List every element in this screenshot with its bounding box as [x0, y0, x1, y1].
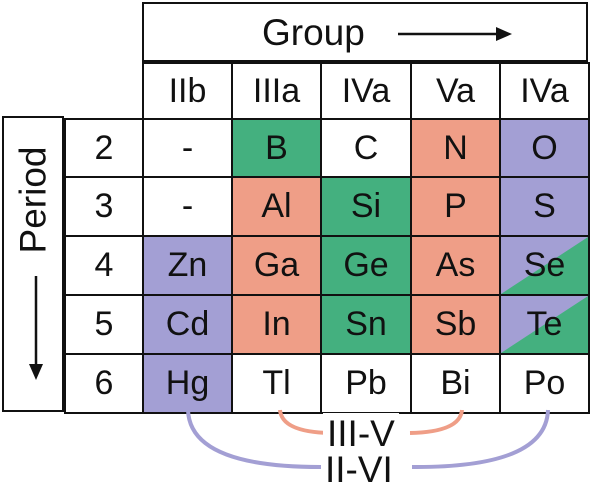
- group-name: IVa: [520, 71, 569, 110]
- period-header: [2, 116, 64, 412]
- iii-v-label: III-V: [323, 413, 399, 455]
- element-symbol: Tl: [262, 364, 291, 402]
- element-cell: Si: [320, 176, 412, 237]
- group-header: Group: [142, 2, 588, 62]
- element-symbol: Te: [526, 305, 563, 343]
- element-cell: Zn: [142, 235, 233, 296]
- element-symbol: Al: [261, 187, 292, 225]
- group-name: IIIa: [252, 71, 301, 110]
- period-number: 4: [94, 246, 114, 284]
- period-number: 3: [94, 187, 114, 225]
- period-arrow-icon: [29, 276, 43, 380]
- element-symbol: -: [181, 187, 194, 225]
- iii-v-bracket: [278, 409, 331, 435]
- element-cell: Po: [499, 353, 590, 414]
- element-symbol: Si: [350, 187, 382, 225]
- ii-vi-label: II-VI: [321, 449, 397, 491]
- ii-vi-bracket: [186, 409, 326, 470]
- element-cell: Cd: [142, 294, 233, 355]
- group-arrow-icon: [398, 27, 512, 41]
- element-cell: S: [499, 176, 590, 237]
- element-cell: P: [410, 176, 501, 237]
- group-name: IIb: [168, 71, 207, 110]
- element-symbol: Hg: [165, 364, 210, 402]
- element-symbol: P: [444, 187, 467, 225]
- element-cell: Hg: [142, 353, 233, 414]
- element-cell: N: [410, 118, 501, 178]
- period-number: 2: [94, 128, 114, 167]
- element-cell: In: [231, 294, 322, 355]
- group-name: Va: [435, 71, 476, 110]
- element-symbol: Ga: [253, 246, 300, 284]
- element-cell: Al: [231, 176, 322, 237]
- element-cell: O: [499, 118, 590, 178]
- element-symbol: C: [353, 128, 379, 167]
- group-label: Group: [262, 12, 365, 53]
- element-symbol: Cd: [165, 305, 210, 343]
- element-symbol: Po: [523, 364, 566, 402]
- period-number: 5: [94, 305, 114, 343]
- group-header-cell: IVa: [499, 62, 590, 120]
- element-symbol: As: [435, 246, 476, 284]
- element-symbol: Sn: [345, 305, 387, 343]
- element-symbol: -: [181, 128, 194, 167]
- element-cell: Sn: [320, 294, 412, 355]
- element-symbol: B: [265, 128, 288, 167]
- element-symbol: Ge: [343, 246, 389, 284]
- element-cell: Tl: [231, 353, 322, 414]
- element-symbol: In: [262, 305, 291, 343]
- element-symbol: Bi: [440, 364, 471, 402]
- element-symbol: Sb: [434, 305, 477, 343]
- element-symbol: N: [443, 128, 468, 167]
- iii-v-bracket-right: [409, 409, 464, 435]
- element-symbol: Se: [523, 246, 566, 284]
- element-cell: Pb: [320, 353, 412, 414]
- element-symbol: Zn: [167, 246, 208, 284]
- element-symbol: S: [533, 187, 556, 225]
- ii-vi-bracket-right: [411, 409, 550, 470]
- element-cell: Se: [499, 235, 590, 296]
- element-symbol: Pb: [345, 364, 387, 402]
- element-symbol: O: [531, 128, 558, 167]
- element-cell: Sb: [410, 294, 501, 355]
- period-number: 6: [94, 364, 114, 402]
- group-name: IVa: [341, 71, 391, 110]
- element-cell: B: [231, 118, 322, 178]
